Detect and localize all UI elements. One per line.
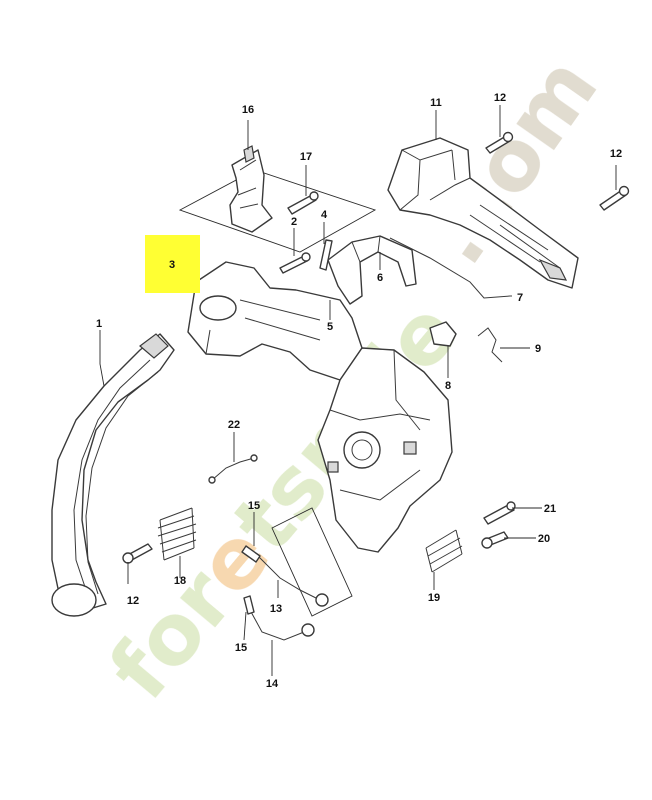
callout-8: 8 bbox=[445, 380, 451, 392]
part-19-damper bbox=[425, 529, 463, 573]
part-22-wire bbox=[211, 457, 255, 481]
part-17-screw bbox=[287, 191, 319, 215]
part-20-screw bbox=[481, 531, 509, 549]
highlight-box[interactable] bbox=[145, 235, 200, 293]
group-frame-16-17 bbox=[178, 169, 377, 253]
part-3-rear-handle bbox=[187, 261, 363, 381]
part-18-spring bbox=[157, 507, 197, 561]
part-14-tube bbox=[249, 609, 315, 641]
callout-20: 20 bbox=[538, 533, 550, 545]
part-8-bracket bbox=[429, 321, 457, 347]
callout-labels: 1 2 4 5 6 7 8 9 11 12 12 12 12 13 14 15 … bbox=[96, 92, 622, 690]
callout-11: 11 bbox=[430, 97, 442, 109]
part-6-trigger bbox=[327, 235, 417, 305]
callout-15-lower: 15 bbox=[235, 642, 247, 654]
callout-13: 13 bbox=[270, 603, 282, 615]
part-15-fitting-lower bbox=[243, 595, 255, 615]
callout-12-right: 12 bbox=[610, 148, 622, 160]
callout-12-top: 12 bbox=[494, 92, 506, 104]
callout-4: 4 bbox=[321, 209, 328, 221]
part-15-fitting-upper bbox=[241, 545, 261, 563]
callout-22: 22 bbox=[228, 419, 240, 431]
part-12-screw-top bbox=[485, 131, 514, 154]
callout-17: 17 bbox=[300, 151, 312, 163]
part-4-pin bbox=[319, 239, 333, 271]
part-13-tube bbox=[257, 555, 329, 607]
callout-21: 21 bbox=[544, 503, 556, 515]
callout-14: 14 bbox=[266, 678, 279, 690]
leader-lines bbox=[99, 105, 617, 676]
main-housing bbox=[317, 347, 453, 553]
part-2-screw bbox=[279, 252, 311, 274]
part-16-bracket bbox=[229, 145, 273, 233]
part-11-cover bbox=[387, 137, 579, 289]
callout-18: 18 bbox=[174, 575, 186, 587]
part-12-screw-right bbox=[599, 185, 630, 211]
callout-6: 6 bbox=[377, 272, 383, 284]
callout-19: 19 bbox=[428, 592, 440, 604]
callout-16: 16 bbox=[242, 104, 254, 116]
callout-2: 2 bbox=[291, 216, 297, 228]
group-frame-13-15 bbox=[271, 507, 353, 617]
part-7-rod bbox=[389, 237, 511, 299]
callout-5: 5 bbox=[327, 321, 333, 333]
part-1-front-handle bbox=[51, 333, 175, 617]
part-9-spring-wire bbox=[477, 327, 503, 363]
part-12-screw-bottom bbox=[122, 543, 153, 564]
callout-1: 1 bbox=[96, 318, 102, 330]
highlight-label: 3 bbox=[169, 259, 175, 271]
callout-7: 7 bbox=[517, 292, 523, 304]
callout-9: 9 bbox=[535, 343, 541, 355]
callout-15-upper: 15 bbox=[248, 500, 260, 512]
part-21-pin bbox=[483, 501, 516, 525]
callout-12-bottom: 12 bbox=[127, 595, 139, 607]
